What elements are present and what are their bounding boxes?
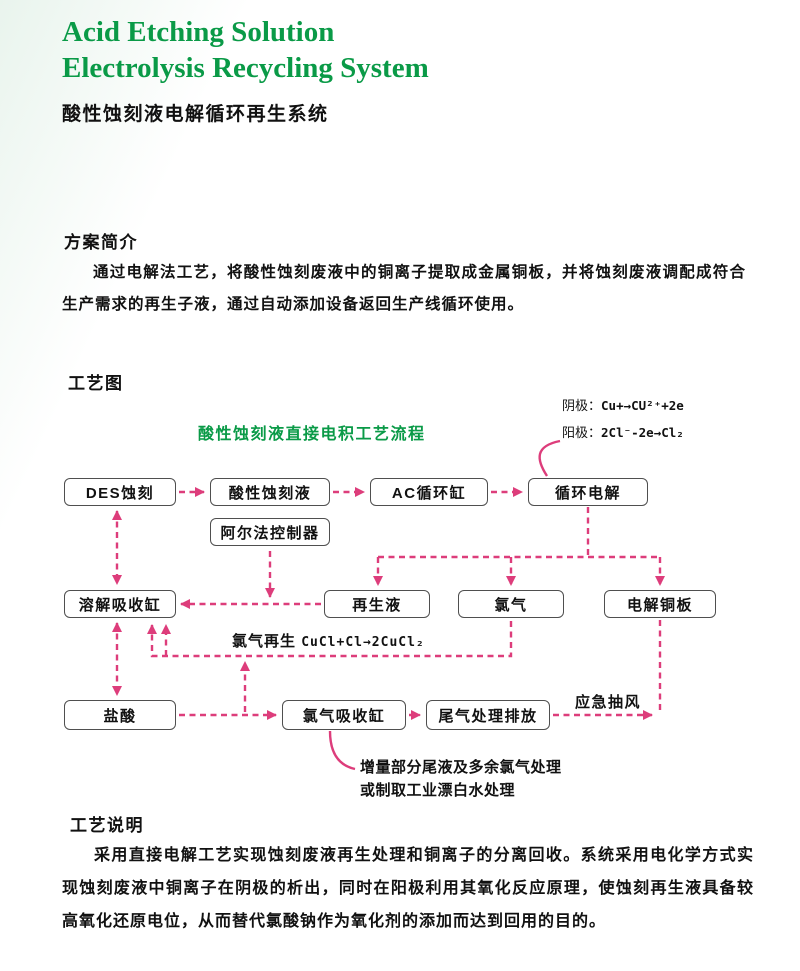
title-english-line2: Electrolysis Recycling System — [62, 52, 429, 85]
bottom-annotation-line1: 增量部分尾液及多余氯气处理 — [360, 759, 562, 776]
flow-box-hydrochloric-acid: 盐酸 — [64, 700, 176, 730]
callout-absorb-to-bottom-note — [328, 730, 356, 771]
intro-heading: 方案简介 — [64, 233, 138, 252]
diagram-heading: 工艺图 — [68, 374, 124, 393]
process-paragraph: 采用直接电解工艺实现蚀刻废液再生处理和铜离子的分离回收。系统采用电化学方式实现蚀… — [62, 847, 754, 930]
emergency-exhaust-label: 应急抽风 — [575, 694, 642, 711]
anode-note: 阳极：2Cl⁻-2e→Cl₂ — [562, 419, 684, 446]
cathode-formula: Cu+→CU²⁺+2e — [601, 398, 684, 413]
callout-electrolysis-to-notes — [538, 439, 561, 477]
line-electrolysis-branch-trunk — [378, 507, 660, 559]
cathode-label: 阴极： — [562, 398, 602, 413]
flow-box-alpha-controller: 阿尔法控制器 — [210, 518, 330, 546]
anode-formula: 2Cl⁻-2e→Cl₂ — [601, 425, 684, 441]
electrode-reaction-notes: 阴极：Cu+→CU²⁺+2e 阳极：2Cl⁻-2e→Cl₂ — [562, 392, 684, 447]
title-english-line1: Acid Etching Solution — [62, 16, 335, 48]
bottom-annotation-line2: 或制取工业漂白水处理 — [360, 781, 516, 799]
flow-box-acid-etchant: 酸性蚀刻液 — [210, 478, 330, 506]
process-heading: 工艺说明 — [70, 816, 144, 835]
flow-box-chlorine-absorb-tank: 氯气吸收缸 — [282, 700, 406, 730]
anode-label: 阳极： — [562, 425, 602, 441]
flow-box-circulation-electrolysis: 循环电解 — [528, 478, 648, 506]
flow-box-tail-gas-treatment: 尾气处理排放 — [426, 700, 550, 730]
intro-paragraph: 通过电解法工艺，将酸性蚀刻废液中的铜离子提取成金属铜板，并将蚀刻废液调配成符合生… — [62, 264, 746, 313]
flow-box-dissolve-absorb-tank: 溶解吸收缸 — [64, 590, 176, 618]
flow-box-electrolytic-copper-plate: 电解铜板 — [604, 590, 716, 618]
chlorine-regeneration-text: 氯气再生 — [232, 633, 297, 650]
flow-box-chlorine-gas: 氯气 — [458, 590, 564, 618]
flow-box-ac-circulation-tank: AC循环缸 — [370, 478, 488, 506]
cathode-note: 阴极：Cu+→CU²⁺+2e — [562, 392, 684, 419]
flow-box-regenerated-liquid: 再生液 — [324, 590, 430, 618]
bottom-annotation: 增量部分尾液及多余氯气处理 或制取工业漂白水处理 — [360, 757, 562, 802]
chlorine-regeneration-formula: CuCl+Cl→2CuCl₂ — [301, 635, 425, 650]
chlorine-regeneration-label: 氯气再生 CuCl+Cl→2CuCl₂ — [232, 630, 425, 651]
title-chinese: 酸性蚀刻液电解循环再生系统 — [62, 104, 329, 125]
flow-box-des-etch: DES蚀刻 — [64, 478, 176, 506]
flow-diagram-title: 酸性蚀刻液直接电积工艺流程 — [198, 426, 426, 443]
title-english: Acid Etching Solution Electrolysis Recyc… — [62, 14, 429, 87]
